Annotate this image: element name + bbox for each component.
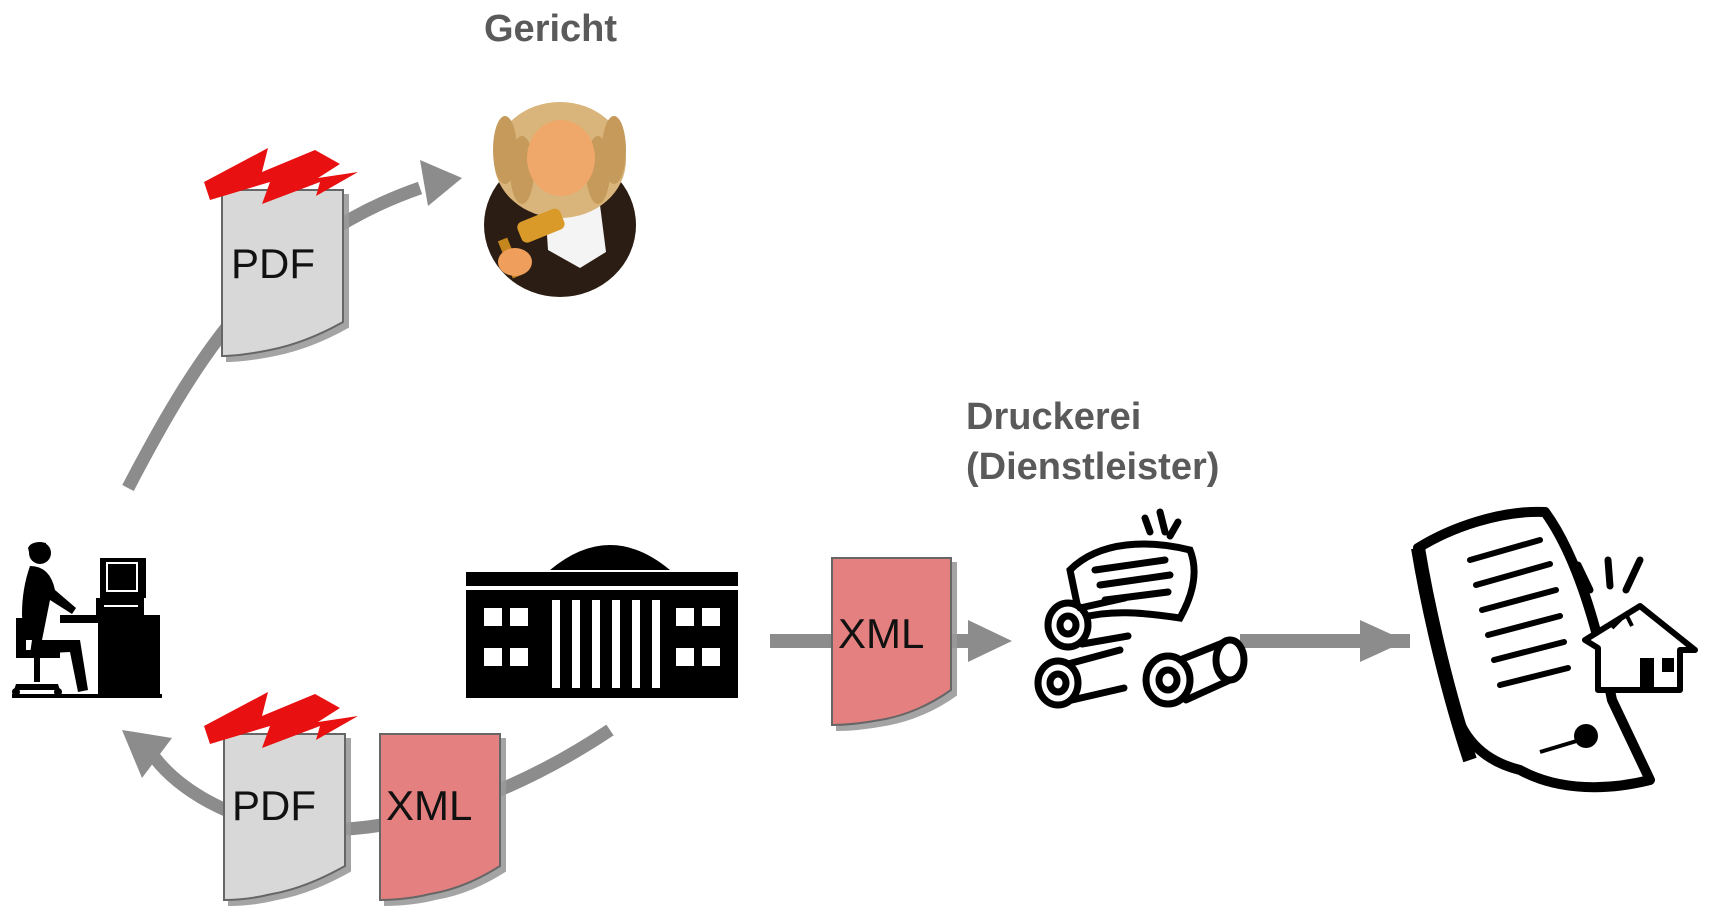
printer-label-line1: Druckerei: [966, 396, 1142, 438]
arrow-building-to-worker: [122, 724, 614, 837]
printer-label-line2: (Dienstleister): [966, 446, 1220, 488]
xml-document-middle: XML: [831, 557, 952, 727]
arrow-printer-to-deed: [1240, 620, 1410, 662]
pdf-document-bottom: PDF: [223, 733, 346, 902]
pdf-bottom-label: PDF: [232, 782, 316, 829]
xml-document-bottom: XML: [379, 733, 501, 902]
xml-bottom-label: XML: [386, 782, 472, 829]
judge-icon: [484, 102, 636, 297]
signature-lightning-icon-top: [204, 148, 358, 204]
property-deed-icon: [1411, 506, 1698, 793]
xml-middle-label: XML: [838, 610, 924, 657]
signature-lightning-icon-bottom: [204, 692, 358, 748]
institution-building-icon: [466, 545, 738, 698]
pdf-document-top: PDF: [221, 189, 344, 358]
printing-press-icon: [1034, 508, 1248, 709]
office-worker-icon: [12, 542, 162, 698]
pdf-top-label: PDF: [231, 240, 315, 287]
court-label: Gericht: [484, 8, 618, 50]
